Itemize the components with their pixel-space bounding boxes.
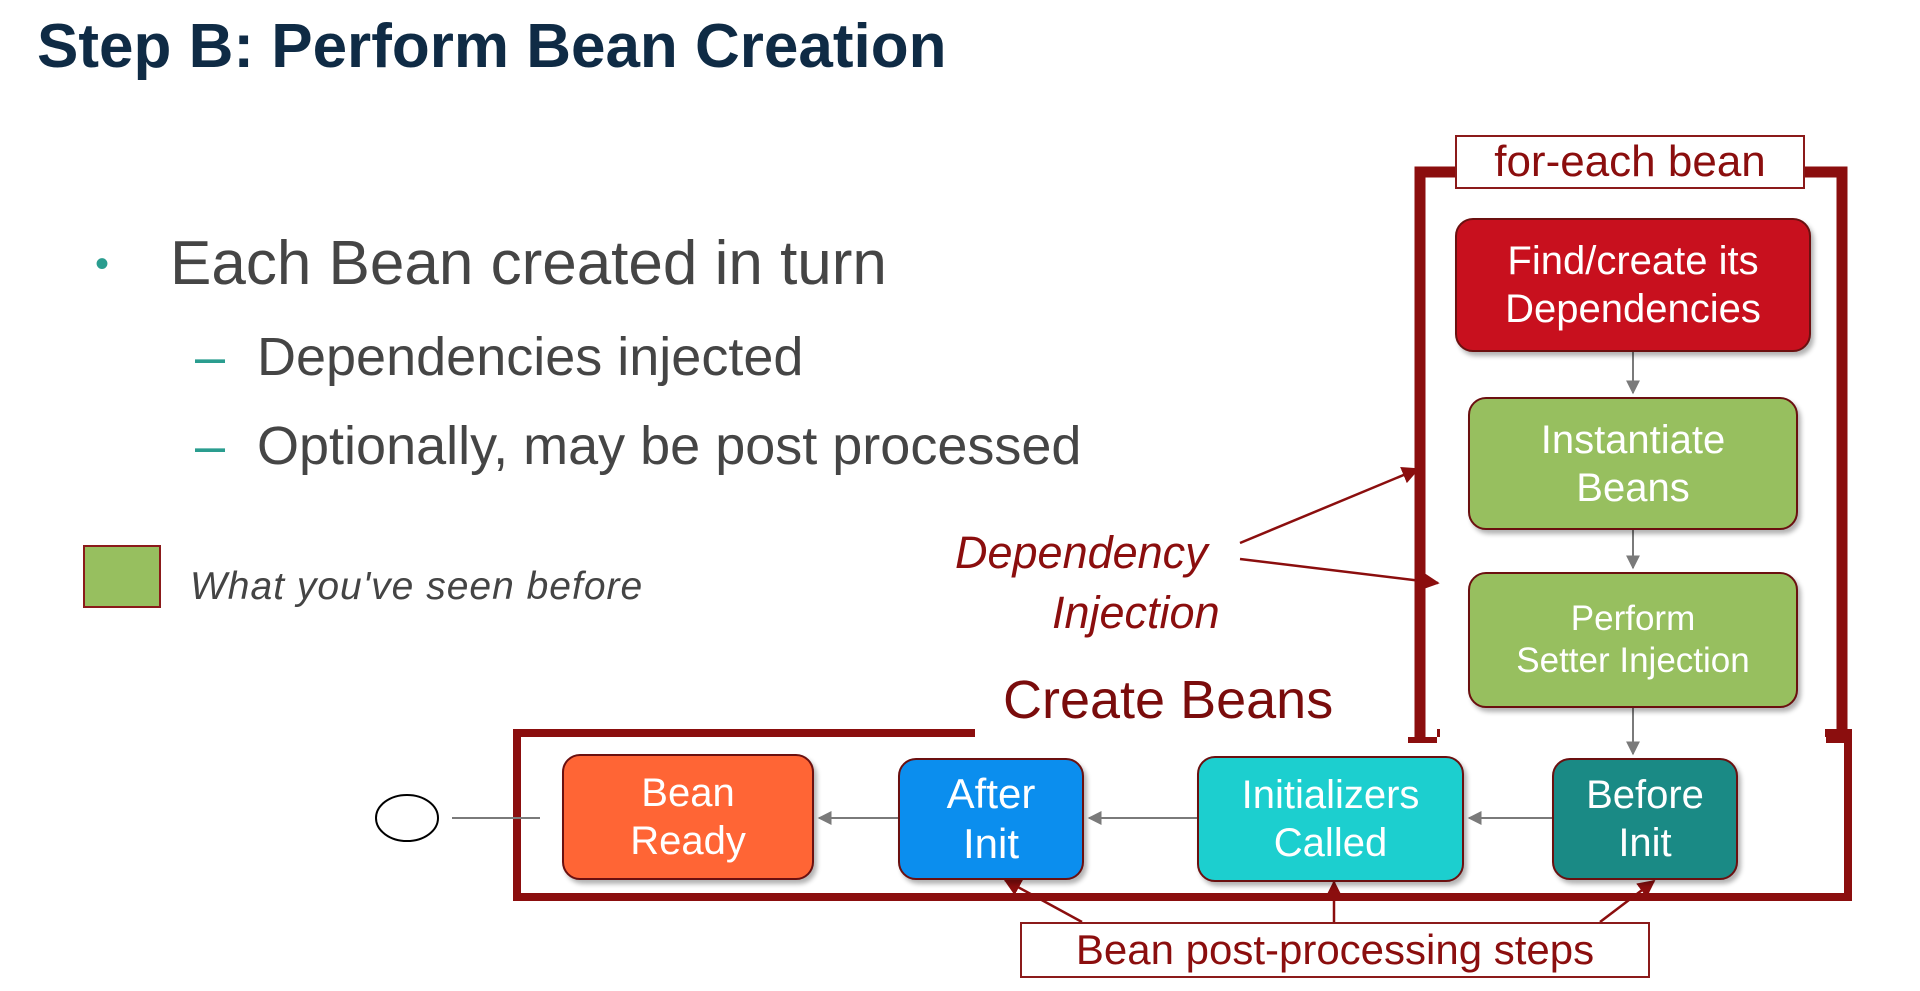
before-init-box: Before Init	[1552, 758, 1738, 880]
bean-ready-box: Bean Ready	[562, 754, 814, 880]
initializers-called-box: Initializers Called	[1197, 756, 1464, 882]
box-label: Bean Ready	[630, 771, 746, 863]
slide-title: Step B: Perform Bean Creation	[37, 12, 947, 81]
legend-swatch	[83, 545, 161, 608]
box-label: Find/create its Dependencies	[1505, 239, 1761, 331]
bullet-marker: •	[95, 242, 110, 286]
box-label: After Init	[946, 769, 1036, 867]
instantiate-beans-box: Instantiate Beans	[1468, 397, 1798, 530]
dash-marker: –	[195, 416, 226, 476]
create-beans-label: Create Beans	[1003, 670, 1334, 730]
box-label: Perform Setter Injection	[1516, 599, 1750, 680]
injection-label: Injection	[1052, 587, 1220, 638]
di-arrow-instantiate	[1239, 466, 1420, 545]
box-label: Instantiate Beans	[1540, 417, 1726, 510]
sub-bullet-text: Optionally, may be post processed	[257, 416, 1082, 476]
create-beans-frame	[513, 729, 1852, 901]
find-dependencies-box: Find/create its Dependencies	[1455, 218, 1811, 352]
di-arrow-setter	[1239, 557, 1440, 590]
legend-text: What you've seen before	[190, 565, 644, 608]
dash-marker: –	[195, 327, 226, 387]
pp-arrow-before	[1599, 879, 1656, 923]
dependency-label: Dependency	[955, 527, 1208, 578]
foreach-bean-label: for-each bean	[1455, 135, 1805, 189]
bullet-text: Each Bean created in turn	[170, 229, 887, 298]
after-init-box: After Init	[898, 758, 1084, 880]
box-label: Before Init	[1586, 773, 1704, 865]
setter-injection-box: Perform Setter Injection	[1468, 572, 1798, 708]
pp-arrow-after	[1003, 878, 1083, 924]
post-processing-label: Bean post-processing steps	[1020, 922, 1650, 978]
sub-bullet-text: Dependencies injected	[257, 327, 804, 387]
end-node	[375, 794, 439, 842]
box-label: Initializers Called	[1241, 773, 1420, 865]
